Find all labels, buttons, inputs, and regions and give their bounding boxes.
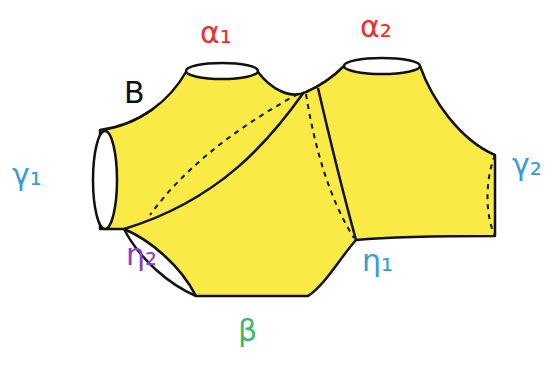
boundary-label: γ₂ [512, 150, 542, 180]
curve-label: η₂ [126, 240, 157, 270]
region-label: B [124, 78, 145, 108]
boundary-label: γ₁ [12, 160, 42, 190]
boundary-label: β [238, 316, 257, 346]
boundary-label: α₁ [200, 18, 232, 48]
curve-label: η₁ [362, 246, 393, 276]
boundary-label: α₂ [360, 12, 392, 42]
